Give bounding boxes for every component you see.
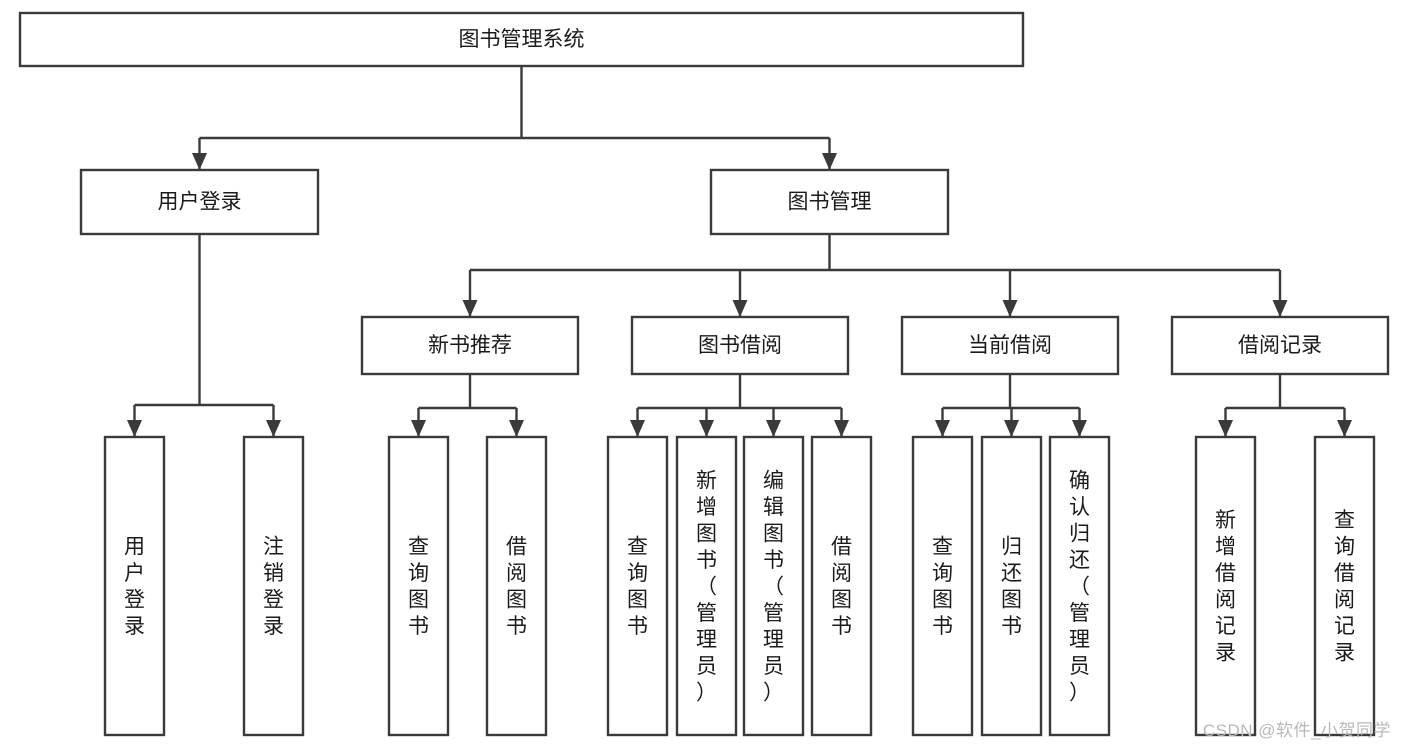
node-归还图书[interactable]: 归还图书 bbox=[980, 435, 1043, 737]
node-新书推荐[interactable]: 新书推荐 bbox=[360, 315, 580, 376]
node-box-图书管理 bbox=[709, 168, 950, 236]
node-label-当前借阅: 当前借阅 bbox=[968, 334, 1052, 357]
node-box-用户登录 bbox=[79, 168, 320, 236]
node-label-编辑图书管理员: 编辑图书（管理员） bbox=[763, 469, 784, 704]
node-box-借阅记录 bbox=[1170, 315, 1390, 376]
node-label-图书借阅: 图书借阅 bbox=[698, 334, 782, 357]
node-box-新增图书管理员 bbox=[675, 435, 738, 737]
edges-图书借阅-to-leaves bbox=[630, 374, 849, 437]
edges-新书推荐-to-leaves bbox=[411, 374, 524, 437]
node-box-归还图书 bbox=[980, 435, 1043, 737]
node-查询图书[interactable]: 查询图书 bbox=[387, 435, 450, 737]
node-box-查询图书 bbox=[606, 435, 669, 737]
node-借阅记录[interactable]: 借阅记录 bbox=[1170, 315, 1390, 376]
node-图书管理系统[interactable]: 图书管理系统 bbox=[18, 11, 1025, 68]
node-box-图书管理系统 bbox=[18, 11, 1025, 68]
arrowhead-icon bbox=[1002, 300, 1018, 317]
arrowhead-icon bbox=[1072, 420, 1087, 437]
node-box-图书借阅 bbox=[630, 315, 850, 376]
node-box-编辑图书管理员 bbox=[742, 435, 805, 737]
node-label-用户登录: 用户登录 bbox=[124, 536, 145, 639]
node-box-注销登录 bbox=[242, 435, 305, 737]
node-label-新增借阅记录: 新增借阅记录 bbox=[1215, 509, 1236, 665]
node-box-用户登录 bbox=[103, 435, 166, 737]
edges-userlogin-to-leaves bbox=[127, 234, 281, 437]
arrowhead-icon bbox=[732, 300, 748, 317]
node-借阅图书[interactable]: 借阅图书 bbox=[810, 435, 873, 737]
node-label-查询图书: 查询图书 bbox=[627, 536, 648, 639]
node-box-确认归还管理员 bbox=[1048, 435, 1111, 737]
node-图书管理[interactable]: 图书管理 bbox=[709, 168, 950, 236]
edges-借阅记录-to-leaves bbox=[1218, 374, 1352, 437]
arrowhead-icon bbox=[1218, 420, 1233, 437]
connector-layer bbox=[127, 66, 1352, 437]
node-box-新增借阅记录 bbox=[1194, 435, 1257, 737]
arrowhead-icon bbox=[766, 420, 781, 437]
node-box-查询图书 bbox=[911, 435, 974, 737]
arrowhead-icon bbox=[699, 420, 714, 437]
node-查询图书[interactable]: 查询图书 bbox=[606, 435, 669, 737]
edges-root-to-level1 bbox=[192, 66, 837, 170]
node-label-借阅图书: 借阅图书 bbox=[831, 536, 852, 639]
arrowhead-icon bbox=[266, 420, 281, 437]
arrowhead-icon bbox=[1004, 420, 1019, 437]
arrowhead-icon bbox=[630, 420, 645, 437]
node-新增借阅记录[interactable]: 新增借阅记录 bbox=[1194, 435, 1257, 737]
node-借阅图书[interactable]: 借阅图书 bbox=[485, 435, 548, 737]
arrowhead-icon bbox=[1272, 300, 1288, 317]
node-layer: 图书管理系统用户登录图书管理新书推荐图书借阅当前借阅借阅记录用户登录注销登录查询… bbox=[18, 11, 1390, 737]
edges-bookmgmt-to-level2 bbox=[462, 234, 1288, 317]
node-编辑图书管理员[interactable]: 编辑图书（管理员） bbox=[742, 435, 805, 737]
node-box-新书推荐 bbox=[360, 315, 580, 376]
arrowhead-icon bbox=[127, 420, 142, 437]
arrowhead-icon bbox=[509, 420, 524, 437]
arrowhead-icon bbox=[1337, 420, 1352, 437]
node-label-查询借阅记录: 查询借阅记录 bbox=[1334, 509, 1355, 665]
arrowhead-icon bbox=[411, 420, 426, 437]
arrowhead-icon bbox=[822, 153, 837, 170]
node-box-借阅图书 bbox=[810, 435, 873, 737]
node-查询借阅记录[interactable]: 查询借阅记录 bbox=[1313, 435, 1376, 737]
node-注销登录[interactable]: 注销登录 bbox=[242, 435, 305, 737]
node-box-查询借阅记录 bbox=[1313, 435, 1376, 737]
node-label-查询图书: 查询图书 bbox=[932, 536, 953, 639]
arrowhead-icon bbox=[834, 420, 849, 437]
edges-当前借阅-to-leaves bbox=[935, 374, 1087, 437]
node-box-查询图书 bbox=[387, 435, 450, 737]
node-当前借阅[interactable]: 当前借阅 bbox=[900, 315, 1120, 376]
node-查询图书[interactable]: 查询图书 bbox=[911, 435, 974, 737]
arrowhead-icon bbox=[935, 420, 950, 437]
arrowhead-icon bbox=[462, 300, 478, 317]
node-用户登录[interactable]: 用户登录 bbox=[79, 168, 320, 236]
node-label-确认归还管理员: 确认归还（管理员） bbox=[1069, 469, 1090, 704]
node-label-用户登录: 用户登录 bbox=[158, 191, 242, 214]
node-label-图书管理: 图书管理 bbox=[788, 191, 872, 214]
node-label-图书管理系统: 图书管理系统 bbox=[459, 28, 585, 51]
node-确认归还管理员[interactable]: 确认归还（管理员） bbox=[1048, 435, 1111, 737]
node-新增图书管理员[interactable]: 新增图书（管理员） bbox=[675, 435, 738, 737]
node-label-新增图书管理员: 新增图书（管理员） bbox=[696, 469, 717, 704]
node-box-借阅图书 bbox=[485, 435, 548, 737]
node-label-注销登录: 注销登录 bbox=[263, 536, 284, 639]
node-box-当前借阅 bbox=[900, 315, 1120, 376]
node-label-新书推荐: 新书推荐 bbox=[428, 334, 512, 357]
node-label-借阅图书: 借阅图书 bbox=[506, 536, 527, 639]
arrowhead-icon bbox=[192, 153, 207, 170]
node-用户登录[interactable]: 用户登录 bbox=[103, 435, 166, 737]
node-label-借阅记录: 借阅记录 bbox=[1238, 334, 1322, 357]
node-图书借阅[interactable]: 图书借阅 bbox=[630, 315, 850, 376]
node-label-查询图书: 查询图书 bbox=[408, 536, 429, 639]
node-label-归还图书: 归还图书 bbox=[1001, 536, 1022, 639]
